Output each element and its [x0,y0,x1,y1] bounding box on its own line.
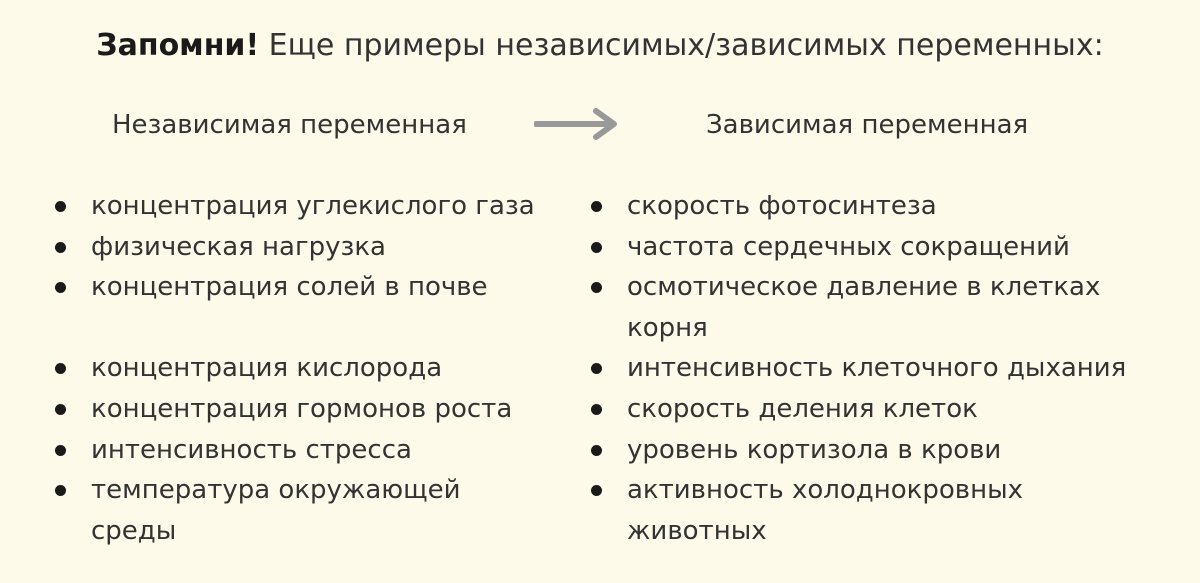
list-item: скорость фотосинтеза [590,186,1190,227]
list-item-text: интенсивность клеточного дыхания [627,353,1127,384]
list-item-text: осмотическое давление в клетках корня [627,272,1101,343]
list-item: активность холоднокровных животных [590,470,1190,551]
bullet-icon [591,282,602,294]
list-item: частота сердечных сокращений [590,227,1190,268]
list-item: уровень кортизола в крови [590,430,1190,471]
bullet-icon [591,403,602,415]
list-item: температура окружающей среды [54,470,574,551]
list-gap [54,308,574,349]
bullet-icon [55,241,66,253]
list-item-text: концентрация гормонов роста [91,393,513,424]
list-item: осмотическое давление в клетках корня [590,267,1190,348]
independent-header: Независимая переменная [112,110,467,140]
list-item-text: скорость деления клеток [627,393,978,424]
arrow-right-icon [534,108,617,140]
title-emphasis: Запомни! [96,28,260,63]
list-item-text: концентрация углекислого газа [91,191,535,221]
bullet-icon [55,201,66,212]
bullet-icon [591,201,602,212]
list-item-text: уровень кортизола в крови [627,434,1002,465]
list-item-text: концентрация кислорода [91,353,443,384]
list-item-text: физическая нагрузка [91,231,386,262]
list-item: скорость деления клеток [590,389,1190,430]
list-item-text: температура окружающей среды [91,475,461,546]
bullet-icon [591,485,602,497]
list-item-text: активность холоднокровных животных [627,475,1023,546]
bullet-icon [55,363,66,375]
bullet-icon [55,282,66,294]
independent-list: концентрация углекислого газа физическая… [54,186,574,551]
list-item: интенсивность клеточного дыхания [590,348,1190,389]
list-item: интенсивность стресса [54,430,574,471]
list-item: концентрация солей в почве [54,267,574,308]
list-item: физическая нагрузка [54,227,574,268]
page-title: Запомни! Еще примеры независимых/зависим… [0,26,1200,66]
list-item-text: скорость фотосинтеза [627,191,937,221]
dependent-header: Зависимая переменная [706,110,1029,140]
title-text: Еще примеры независимых/зависимых переме… [259,28,1104,63]
bullet-icon [591,241,602,253]
dependent-list: скорость фотосинтеза частота сердечных с… [590,186,1190,551]
list-item: концентрация углекислого газа [54,186,574,227]
bullet-icon [591,444,602,456]
bullet-icon [55,485,66,497]
bullet-icon [55,403,66,415]
bullet-icon [591,363,602,375]
list-item-text: частота сердечных сокращений [627,231,1070,262]
bullet-icon [55,444,66,456]
list-item-text: интенсивность стресса [91,434,412,465]
list-item-text: концентрация солей в почве [91,272,488,303]
list-item: концентрация кислорода [54,348,574,389]
list-item: концентрация гормонов роста [54,389,574,430]
